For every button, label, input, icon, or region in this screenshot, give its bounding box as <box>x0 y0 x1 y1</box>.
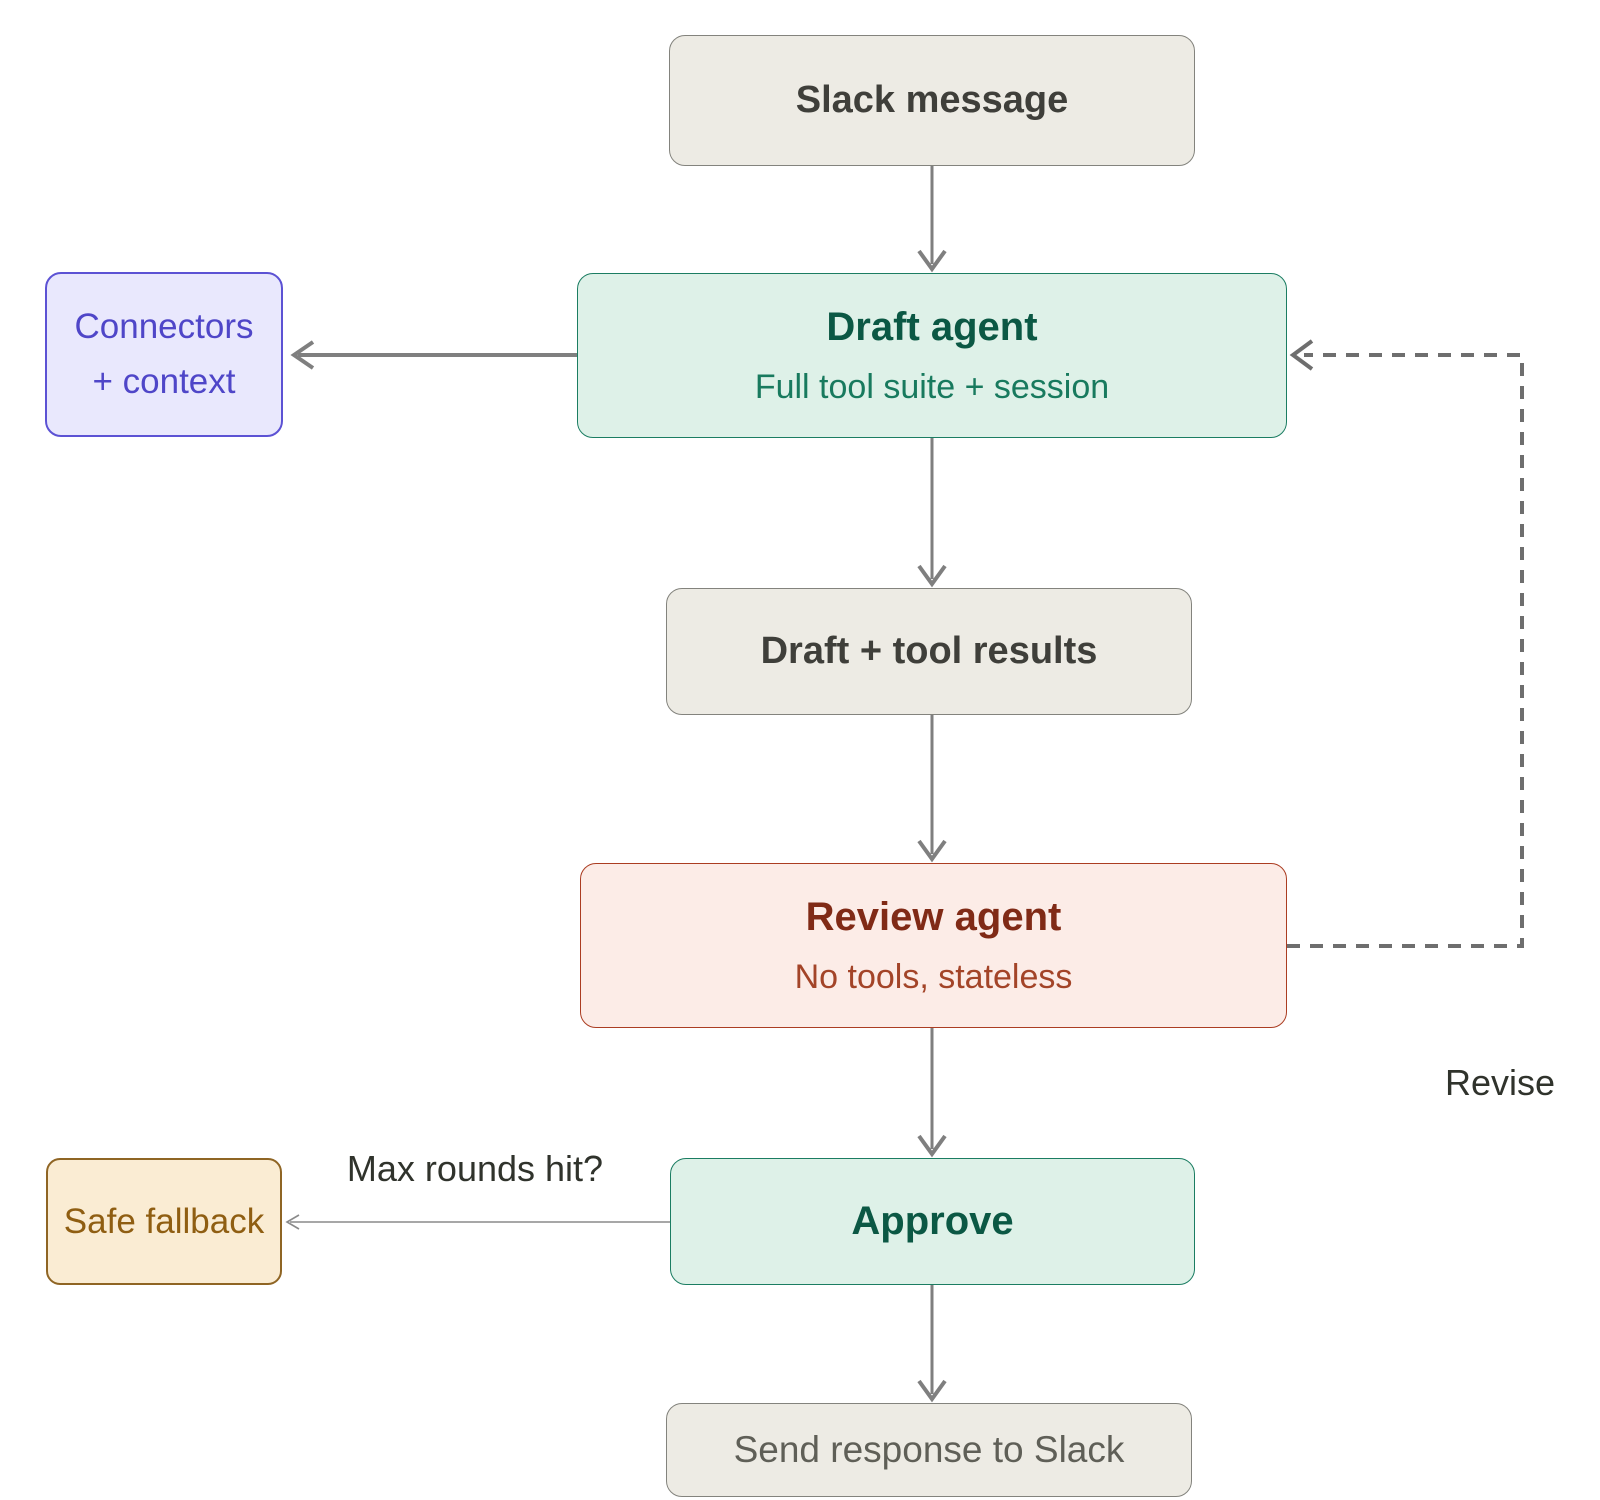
node-connectors-line2: + context <box>92 361 236 401</box>
node-approve-label: Approve <box>851 1199 1014 1243</box>
arrow-slack-to-draft-agent <box>917 166 947 273</box>
node-send-response-label: Send response to Slack <box>733 1429 1125 1470</box>
node-approve: Approve <box>670 1158 1195 1285</box>
arrow-draft-to-connectors <box>290 340 577 370</box>
node-review-agent-subtitle: No tools, stateless <box>794 957 1073 996</box>
arrow-approve-to-fallback <box>285 1214 670 1230</box>
node-connectors-line1: Connectors <box>74 307 254 347</box>
node-review-agent-title: Review agent <box>805 894 1062 939</box>
node-slack-message-label: Slack message <box>795 79 1069 121</box>
node-safe-fallback: Safe fallback <box>46 1158 282 1285</box>
arrow-approve-to-send <box>917 1285 947 1403</box>
arrow-results-to-review <box>917 715 947 863</box>
node-connectors-context-label: Connectors + context <box>75 300 254 409</box>
arrow-draft-to-results <box>917 438 947 588</box>
node-send-response: Send response to Slack <box>666 1403 1192 1497</box>
node-draft-tool-results: Draft + tool results <box>666 588 1192 715</box>
node-draft-agent: Draft agent Full tool suite + session <box>577 273 1287 438</box>
node-draft-agent-subtitle: Full tool suite + session <box>754 367 1110 406</box>
node-slack-message: Slack message <box>669 35 1195 166</box>
node-draft-tool-results-label: Draft + tool results <box>760 630 1098 672</box>
node-draft-agent-title: Draft agent <box>826 304 1038 349</box>
node-review-agent: Review agent No tools, stateless <box>580 863 1287 1028</box>
node-connectors-context: Connectors + context <box>45 272 283 437</box>
edge-label-revise: Revise <box>1444 1062 1556 1103</box>
node-safe-fallback-label: Safe fallback <box>63 1201 265 1241</box>
arrow-revise-loop <box>1287 339 1524 948</box>
arrow-review-to-approve <box>917 1028 947 1158</box>
edge-label-max-rounds: Max rounds hit? <box>346 1148 604 1189</box>
